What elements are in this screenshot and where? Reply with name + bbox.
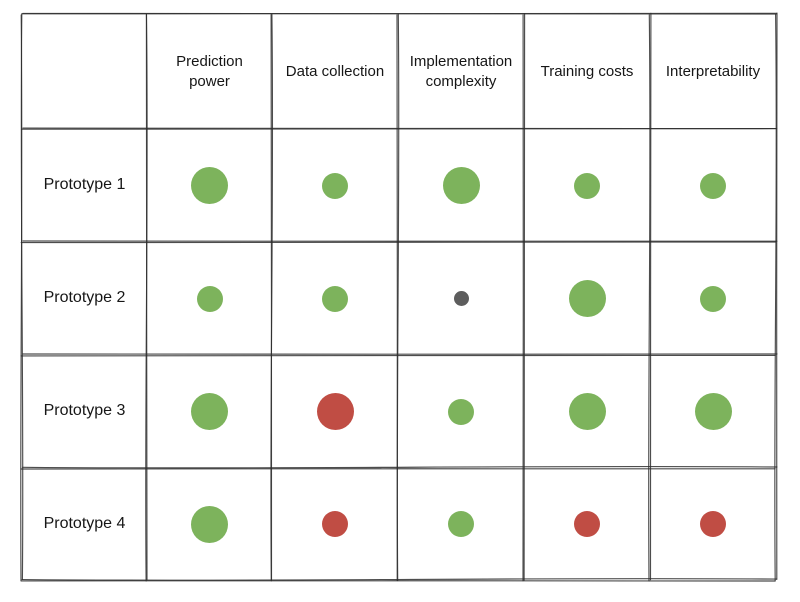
column-header-prediction-power: Prediction power	[176, 53, 243, 90]
matrix-cell	[398, 129, 524, 242]
rating-dot	[322, 511, 348, 537]
matrix-cell	[398, 468, 524, 580]
rating-dot	[568, 393, 606, 430]
matrix-cell	[524, 355, 650, 468]
matrix-cell	[650, 355, 776, 468]
rating-dot	[568, 280, 606, 317]
column-header-interpretability: Interpretability	[665, 62, 761, 80]
matrix-cell	[650, 242, 776, 355]
rating-dot	[448, 511, 474, 537]
rating-dot	[700, 285, 726, 312]
rating-dot	[574, 172, 600, 199]
matrix-cell	[272, 242, 398, 355]
column-header-data-collection: Data collection	[285, 62, 385, 80]
rating-dot	[700, 172, 726, 199]
column-header-training-costs: Training costs	[540, 62, 634, 80]
rating-dot	[442, 167, 480, 204]
rating-dot	[196, 285, 223, 312]
matrix-cell	[524, 468, 650, 580]
matrix-cell	[147, 242, 272, 355]
matrix-cell	[272, 355, 398, 468]
rating-dot	[694, 393, 732, 430]
row-label-prototype-4: Prototype 4	[43, 514, 126, 532]
matrix-cell	[524, 242, 650, 355]
rating-dot	[191, 505, 228, 543]
matrix-cell	[147, 355, 272, 468]
rating-dot	[191, 393, 228, 430]
rating-dot	[700, 511, 726, 537]
matrix-cells: Prediction power Data collection Impleme…	[22, 14, 776, 580]
row-label-prototype-2: Prototype 2	[43, 289, 126, 307]
rating-dot	[322, 285, 348, 312]
rating-dot	[574, 511, 600, 537]
rating-dot	[448, 398, 474, 425]
matrix-cell	[147, 129, 272, 242]
matrix-cell	[272, 468, 398, 580]
matrix-cell	[272, 129, 398, 242]
matrix-cell	[398, 242, 524, 355]
rating-dot	[453, 291, 469, 306]
matrix-cell	[650, 129, 776, 242]
matrix-cell	[147, 468, 272, 580]
row-label-prototype-1: Prototype 1	[43, 176, 126, 194]
rating-dot	[322, 172, 348, 199]
matrix-cell	[650, 468, 776, 580]
matrix-cell	[524, 129, 650, 242]
row-label-prototype-3: Prototype 3	[43, 402, 126, 420]
rating-dot	[316, 393, 354, 430]
column-header-implementation-complexity: Implementation complexity	[409, 53, 513, 90]
matrix-cell	[398, 355, 524, 468]
corner-cell-empty	[22, 14, 147, 129]
rating-dot	[191, 167, 228, 204]
